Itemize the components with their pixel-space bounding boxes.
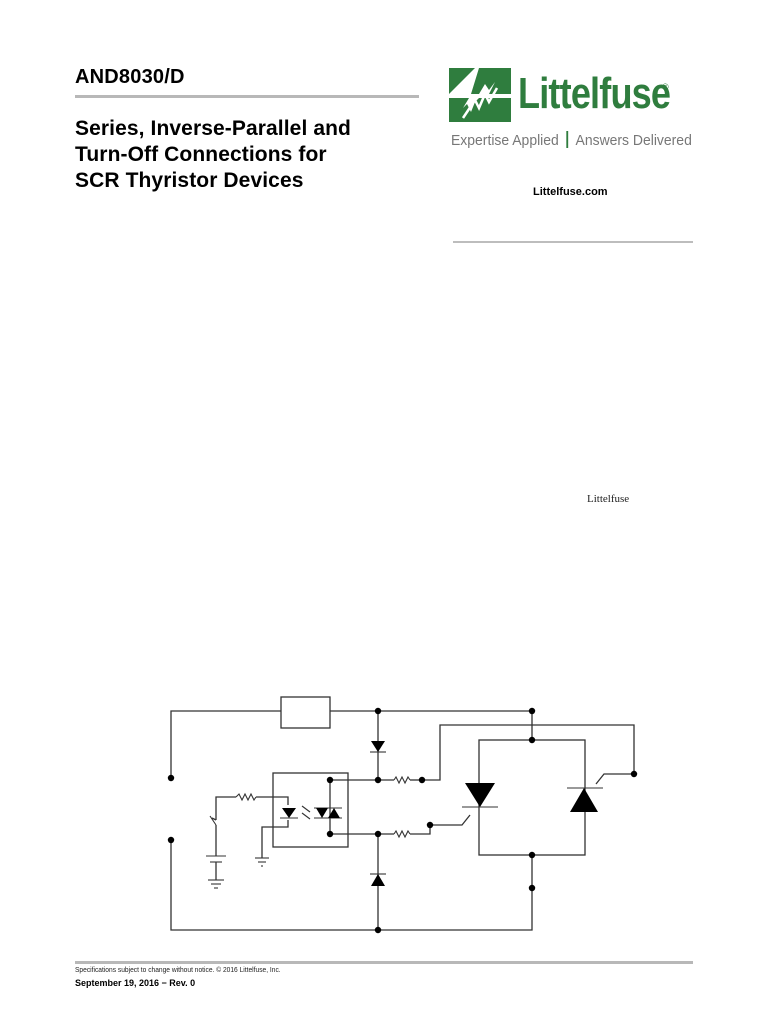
website-link[interactable]: Littelfuse.com — [533, 186, 608, 198]
header-right-divider — [453, 241, 693, 243]
tagline-separator — [566, 131, 569, 148]
brand-wordmark: Littelfuse — [518, 69, 671, 118]
document-title: Series, Inverse-Parallel and Turn-Off Co… — [75, 116, 351, 194]
title-line-3: SCR Thyristor Devices — [75, 169, 304, 192]
brand-tagline: Expertise Applied Answers Delivered — [451, 131, 692, 150]
body-brand-text: Littelfuse — [587, 493, 630, 505]
document-number: AND8030/D — [75, 66, 185, 88]
tagline-right: Answers Delivered — [575, 132, 692, 149]
circuit-schematic — [167, 696, 638, 934]
footer-date-revision: September 19, 2016 − Rev. 0 — [75, 978, 196, 988]
registered-mark: ® — [662, 82, 669, 92]
title-line-1: Series, Inverse-Parallel and — [75, 117, 351, 140]
littelfuse-logo-icon — [449, 68, 511, 122]
footer-divider — [75, 961, 693, 964]
title-divider — [75, 95, 419, 98]
tagline-left: Expertise Applied — [451, 132, 559, 149]
footer-notice: Specifications subject to change without… — [75, 967, 281, 974]
title-line-2: Turn-Off Connections for — [75, 143, 327, 166]
